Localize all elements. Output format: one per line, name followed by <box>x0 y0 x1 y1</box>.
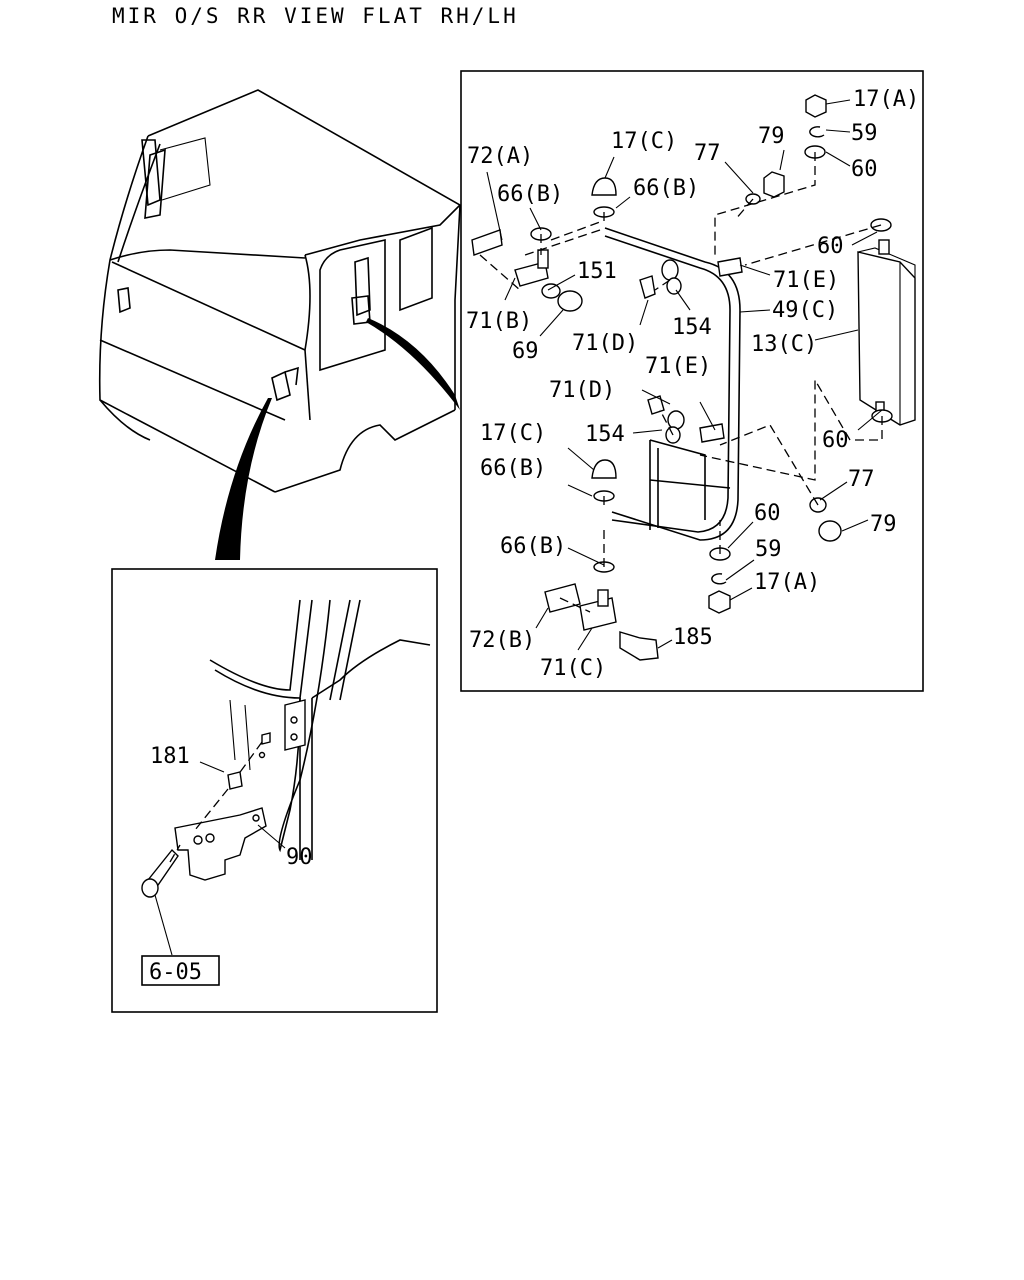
callout-71e-top: 71(E) <box>773 268 839 293</box>
callout-71b: 71(B) <box>466 309 532 334</box>
plate-72a <box>471 229 503 256</box>
washer-151 <box>541 283 561 299</box>
bracket-detail-box <box>111 568 438 1013</box>
callout-77-low: 77 <box>848 467 875 492</box>
callout-60-low: 60 <box>822 428 849 453</box>
clamp-71d-top <box>639 275 656 299</box>
clamp-71d-mid <box>647 395 665 415</box>
callout-69: 69 <box>512 339 539 364</box>
callout-71d-mid: 71(D) <box>549 378 615 403</box>
callout-77-top: 77 <box>694 141 721 166</box>
nut-17a-bot <box>708 590 731 614</box>
callout-151: 151 <box>577 259 617 284</box>
washer-59-bot <box>711 573 727 585</box>
callout-181: 181 <box>150 744 190 769</box>
callout-13c: 13(C) <box>751 332 817 357</box>
callout-60-top: 60 <box>851 157 878 182</box>
pad-181 <box>227 771 243 790</box>
callout-66b-bot: 66(B) <box>500 534 566 559</box>
clamp-71e-top <box>717 257 743 277</box>
callout-17c-top: 17(C) <box>611 129 677 154</box>
cab-illustration <box>98 89 462 560</box>
cap-nut-17c-top <box>591 177 617 196</box>
callout-71c: 71(C) <box>540 656 606 681</box>
callout-66b-mid: 66(B) <box>633 176 699 201</box>
callout-154-mid: 154 <box>585 422 625 447</box>
callout-66b-low: 66(B) <box>480 456 546 481</box>
callout-59-bot: 59 <box>755 537 782 562</box>
callout-60-right: 60 <box>817 234 844 259</box>
callout-59-top: 59 <box>851 121 878 146</box>
callout-72b: 72(B) <box>469 628 535 653</box>
callout-154-top: 154 <box>672 315 712 340</box>
nut-79-top <box>763 171 785 198</box>
callout-17a-top: 17(A) <box>853 87 919 112</box>
mirror-assembly-box <box>460 70 924 692</box>
callout-79-low: 79 <box>870 512 897 537</box>
callout-185: 185 <box>673 625 713 650</box>
nut-79-low <box>818 520 842 542</box>
callout-6-05: 6-05 <box>149 960 202 985</box>
callout-60-bot: 60 <box>754 501 781 526</box>
callout-71e-mid: 71(E) <box>645 354 711 379</box>
bracket-90 <box>174 807 267 881</box>
clamp-71e-mid <box>699 423 725 443</box>
cap-69 <box>557 290 583 312</box>
callout-72a: 72(A) <box>467 144 533 169</box>
callout-79-top: 79 <box>758 124 785 149</box>
callout-90: 90 <box>286 845 313 870</box>
callout-71d-top: 71(D) <box>572 331 638 356</box>
cap-nut-17c-mid <box>591 459 617 479</box>
hinge-bracket <box>284 699 306 751</box>
clamp-154-top <box>661 259 679 281</box>
clamp-154-mid <box>667 410 685 430</box>
plate-72b <box>544 583 581 613</box>
ref-box <box>141 955 220 986</box>
callout-17c-mid: 17(C) <box>480 421 546 446</box>
diagram-title: MIR O/S RR VIEW FLAT RH/LH <box>112 4 519 28</box>
callout-49c: 49(C) <box>772 298 838 323</box>
nut-17a-top <box>805 94 827 118</box>
washer-59-top <box>809 126 825 138</box>
callout-17a-bot: 17(A) <box>754 570 820 595</box>
bolt-185 <box>619 631 659 661</box>
callout-66b-left: 66(B) <box>497 182 563 207</box>
callouts: 17(A) 59 60 79 77 17(C) 66(B) 72(A) 66(B… <box>149 87 919 985</box>
